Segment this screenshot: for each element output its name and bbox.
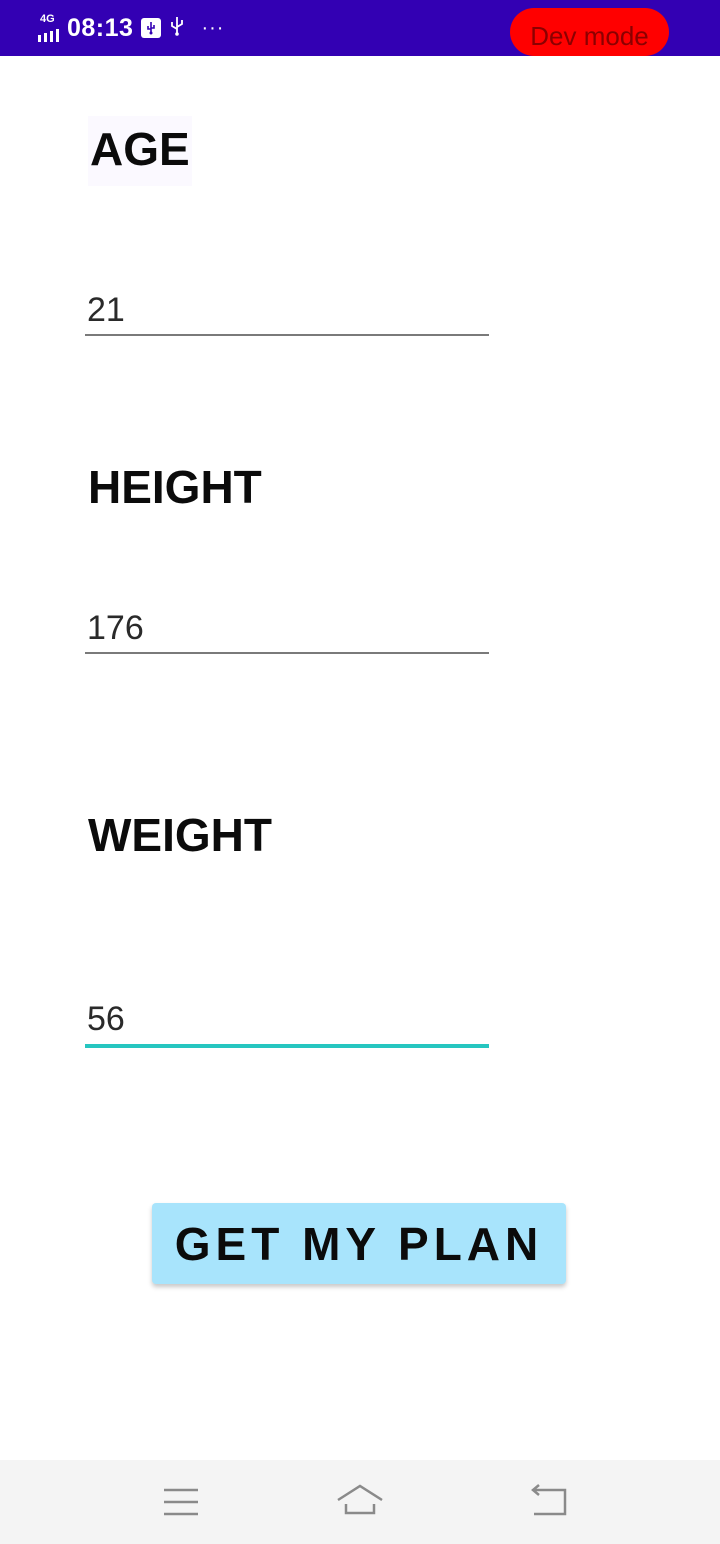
weight-label: WEIGHT: [88, 809, 272, 861]
weight-input[interactable]: [85, 994, 489, 1048]
status-bar: 4G 08:13 ··· Dev mode: [0, 0, 720, 56]
home-icon[interactable]: [335, 1480, 385, 1524]
navigation-bar: [0, 1460, 720, 1544]
status-bar-left: 4G 08:13 ···: [38, 0, 224, 56]
age-label: AGE: [88, 116, 192, 186]
more-notifications-icon: ···: [201, 16, 225, 39]
get-my-plan-button[interactable]: GET MY PLAN: [152, 1203, 566, 1284]
signal-strength-icon: [38, 28, 59, 42]
age-input[interactable]: [85, 286, 489, 336]
usb-debugging-icon: [141, 18, 162, 38]
back-icon[interactable]: [524, 1480, 574, 1524]
menu-icon[interactable]: [156, 1480, 206, 1524]
usb-icon: [169, 16, 185, 41]
network-type-label: 4G: [40, 13, 55, 25]
height-label: HEIGHT: [88, 461, 262, 513]
clock: 08:13: [67, 13, 134, 42]
dev-mode-badge: Dev mode: [510, 8, 669, 56]
height-input[interactable]: [85, 604, 489, 654]
